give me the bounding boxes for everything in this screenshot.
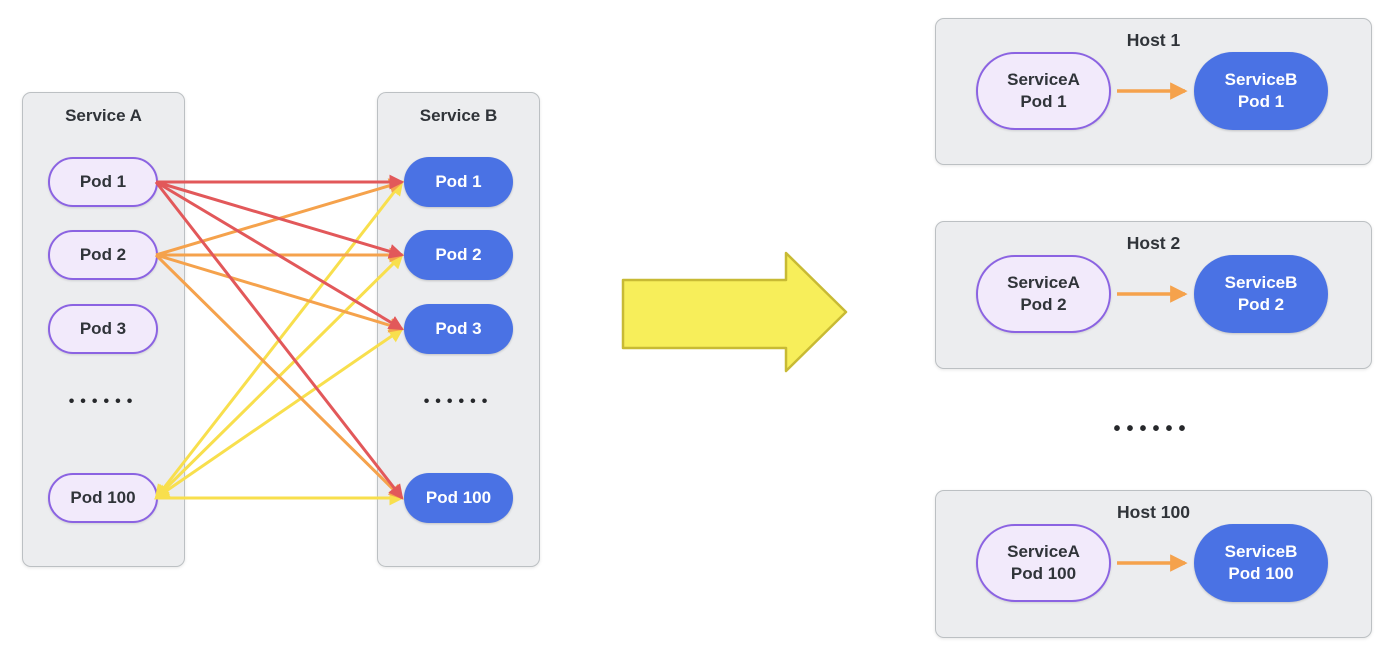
mesh-edge [155, 180, 405, 259]
host-1-service-b-pod: ServiceB Pod 1 [1194, 52, 1328, 130]
b-pod-1: Pod 1 [404, 157, 513, 207]
service-a-panel: Service A Pod 1 Pod 2 Pod 3 •••••• Pod 1… [22, 92, 185, 567]
mesh-edge [154, 327, 404, 500]
host-pod-label-line: ServiceB [1224, 273, 1298, 293]
host-pod-label-line: ServiceA [1007, 542, 1080, 562]
a-pod-2: Pod 2 [48, 230, 158, 280]
service-b-panel: Service B Pod 1 Pod 2 Pod 3 •••••• Pod 1… [377, 92, 540, 567]
host-pod-label-line: ServiceB [1224, 542, 1298, 562]
b-pod-2: Pod 2 [404, 230, 513, 280]
host-box-100: Host 100 ServiceA Pod 100 ServiceB Pod 1… [935, 490, 1372, 638]
host-pod-label-line: Pod 2 [1237, 295, 1285, 314]
host-pod-label-line: Pod 2 [1020, 295, 1067, 314]
host-100-service-a-pod: ServiceA Pod 100 [976, 524, 1111, 602]
host-pod-label-line: Pod 1 [1237, 92, 1285, 111]
host-2-title: Host 2 [1126, 233, 1181, 253]
host-pod-label-line: ServiceB [1224, 70, 1298, 90]
mesh-edge [155, 180, 404, 331]
b-pod-100: Pod 100 [404, 473, 513, 523]
b-pod-3: Pod 3 [404, 304, 513, 354]
host-pod-label-line: Pod 100 [1228, 564, 1294, 583]
service-a-title: Service A [65, 106, 142, 125]
host-pod-label-line: ServiceA [1007, 273, 1080, 293]
mesh-edge [154, 253, 404, 500]
host-100-service-b-pod: ServiceB Pod 100 [1194, 524, 1328, 602]
host-box-1: Host 1 ServiceA Pod 1 ServiceB Pod 1 [935, 18, 1372, 165]
host-2-service-a-pod: ServiceA Pod 2 [976, 255, 1111, 333]
host-1-title: Host 1 [1126, 30, 1181, 50]
mesh-edge [155, 178, 405, 257]
service-b-ellipsis: •••••• [423, 393, 494, 410]
host-pod-label-line: Pod 1 [1020, 92, 1067, 111]
host-100-title: Host 100 [1117, 502, 1190, 522]
service-b-title: Service B [419, 106, 498, 125]
hosts-ellipsis: •••••• [1113, 418, 1192, 440]
host-2-service-b-pod: ServiceB Pod 2 [1194, 255, 1328, 333]
big-transform-arrow [621, 251, 848, 373]
a-pod-3: Pod 3 [48, 304, 158, 354]
a-pod-1: Pod 1 [48, 157, 158, 207]
a-pod-100: Pod 100 [48, 473, 158, 523]
host-box-2: Host 2 ServiceA Pod 2 ServiceB Pod 2 [935, 221, 1372, 369]
mesh-edge [155, 253, 405, 333]
host-1-service-a-pod: ServiceA Pod 1 [976, 52, 1111, 130]
mesh-edge [154, 181, 404, 500]
host-pod-label-line: ServiceA [1007, 70, 1080, 90]
mesh-edge [154, 180, 404, 500]
mesh-edge [154, 253, 404, 500]
host-pod-label-line: Pod 100 [1010, 564, 1077, 583]
service-a-ellipsis: •••••• [68, 393, 139, 410]
